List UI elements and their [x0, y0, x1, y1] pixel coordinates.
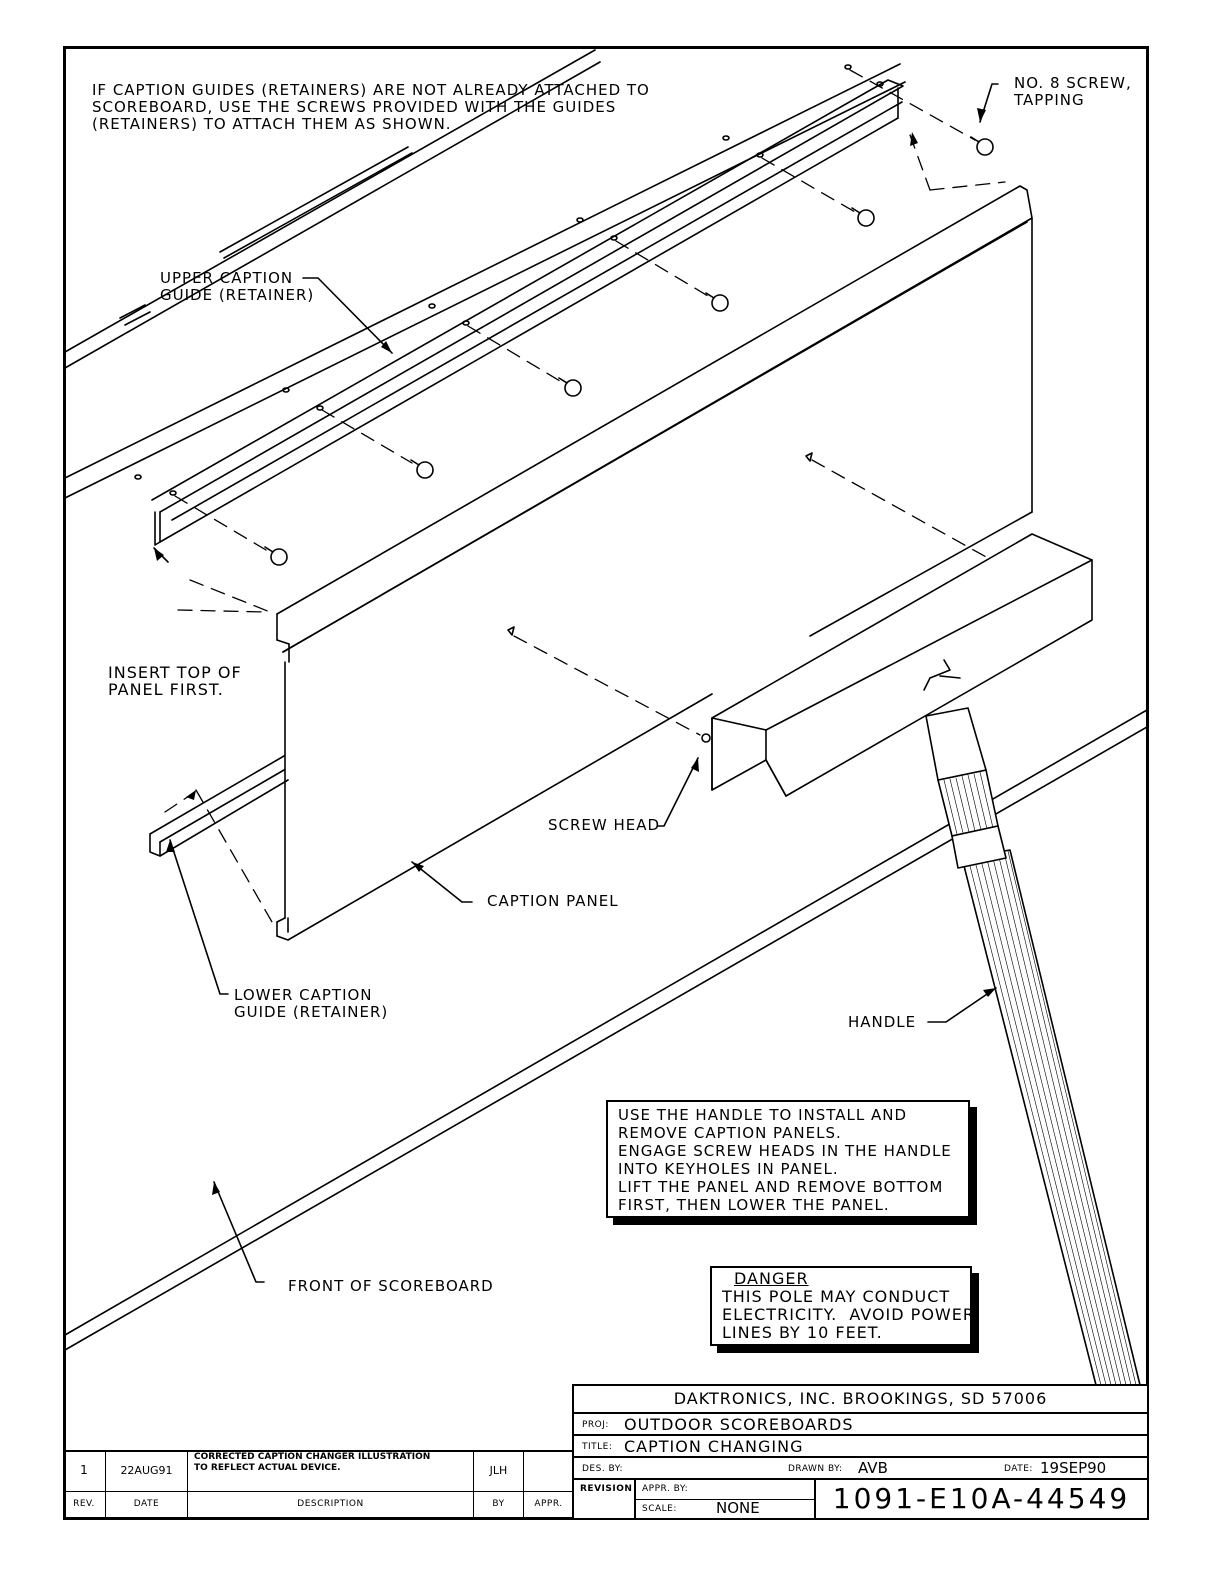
- scoreboard-edge-line: [64, 61, 601, 369]
- lower-guide-label: LOWER CAPTION GUIDE (RETAINER): [234, 987, 388, 1021]
- screw: [264, 136, 994, 566]
- scale-cell: SCALE: NONE: [636, 1499, 816, 1518]
- instructions-line: REMOVE CAPTION PANELS.: [618, 1124, 842, 1142]
- revision-cell: REVISION: [574, 1480, 636, 1518]
- upper-guide-inner: [171, 101, 903, 521]
- danger-line: LINES BY 10 FEET.: [722, 1323, 883, 1342]
- title-block: DAKTRONICS, INC. BROOKINGS, SD 57006 PRO…: [572, 1384, 1149, 1520]
- drawing-number-cell: 1091-E10A-44549: [816, 1480, 1147, 1518]
- guides-note-line-1: IF CAPTION GUIDES (RETAINERS) ARE NOT AL…: [92, 81, 650, 99]
- lower-guide-label-line-1: LOWER CAPTION: [234, 986, 373, 1004]
- screw-hole: [134, 64, 884, 743]
- appr-by-label: APPR. BY:: [642, 1484, 689, 1494]
- date-label: DATE:: [1004, 1464, 1033, 1474]
- caption-panel-top-lip: [276, 185, 1033, 653]
- handle-head: [711, 533, 1093, 797]
- assembly-dash: [164, 69, 1006, 923]
- screw-label-line-2: TAPPING: [1014, 91, 1085, 109]
- project-name: OUTDOOR SCOREBOARDS: [624, 1415, 854, 1434]
- rev-appr: [524, 1450, 573, 1491]
- danger-title: DANGER: [734, 1269, 809, 1288]
- danger-line: THIS POLE MAY CONDUCT: [722, 1287, 951, 1306]
- scoreboard-edge-line: [219, 146, 409, 253]
- handle-pole: [961, 849, 1141, 1386]
- guides-note: IF CAPTION GUIDES (RETAINERS) ARE NOT AL…: [92, 82, 650, 133]
- upper-guide-top: [151, 79, 904, 513]
- upper-guide-label: UPPER CAPTION GUIDE (RETAINER): [160, 270, 314, 304]
- proj-label: PROJ:: [582, 1420, 609, 1430]
- date-header: DATE: [133, 1499, 160, 1509]
- upper-guide-lower-edge: [159, 117, 899, 543]
- guides-note-line-2: SCOREBOARD, USE THE SCREWS PROVIDED WITH…: [92, 98, 617, 116]
- scoreboard-face-line: [64, 81, 906, 499]
- drawing-date: 19SEP90: [1040, 1459, 1107, 1477]
- upper-guide-label-line-2: GUIDE (RETAINER): [160, 286, 315, 304]
- rev-column: 1 REV.: [63, 1450, 105, 1520]
- arrowhead: [154, 108, 996, 1195]
- scoreboard-edge-line: [64, 49, 596, 353]
- leader-line: [153, 83, 999, 1283]
- rev-header: REV.: [73, 1499, 95, 1509]
- title-row: TITLE: CAPTION CHANGING: [574, 1436, 1147, 1458]
- scoreboard-edge-line: [124, 311, 151, 326]
- description-header: DESCRIPTION: [297, 1499, 364, 1509]
- instructions-line: ENGAGE SCREW HEADS IN THE HANDLE: [618, 1142, 952, 1160]
- revision-table: 1 REV. 22AUG91 DATE CORRECTED CAPTION CH…: [63, 1450, 573, 1520]
- drawing-title: CAPTION CHANGING: [624, 1437, 804, 1456]
- scoreboard-edge-line: [223, 152, 413, 259]
- handle-label: HANDLE: [848, 1013, 917, 1031]
- caption-panel-bottom-edge: [287, 693, 713, 941]
- danger-box: DANGER THIS POLE MAY CONDUCT ELECTRICITY…: [710, 1266, 975, 1346]
- project-row: PROJ: OUTDOOR SCOREBOARDS: [574, 1414, 1147, 1436]
- instructions-line: INTO KEYHOLES IN PANEL.: [618, 1160, 839, 1178]
- instructions-line: FIRST, THEN LOWER THE PANEL.: [618, 1196, 890, 1214]
- handle-ferrule: [925, 707, 987, 781]
- rev-description-line: TO REFLECT ACTUAL DEVICE.: [194, 1463, 341, 1473]
- screw-head-label: SCREW HEAD: [548, 816, 661, 834]
- scoreboard-edge-line: [119, 304, 146, 319]
- rev-date: 22AUG91: [120, 1464, 173, 1477]
- description-column: CORRECTED CAPTION CHANGER ILLUSTRATION T…: [187, 1450, 473, 1520]
- des-by-label: DES. BY:: [582, 1464, 624, 1474]
- instructions-box: USE THE HANDLE TO INSTALL AND REMOVE CAP…: [606, 1100, 970, 1218]
- front-label: FRONT OF SCOREBOARD: [288, 1277, 494, 1295]
- rev-number: 1: [80, 1463, 88, 1477]
- rev-description-line: CORRECTED CAPTION CHANGER ILLUSTRATION: [194, 1452, 431, 1462]
- scoreboard-face-line: [64, 63, 901, 479]
- appr-header: APPR.: [534, 1499, 563, 1509]
- company-row: DAKTRONICS, INC. BROOKINGS, SD 57006: [574, 1386, 1147, 1414]
- lower-guide: [149, 779, 289, 857]
- rev-by: JLH: [489, 1464, 508, 1477]
- company-name: DAKTRONICS, INC. BROOKINGS, SD 57006: [673, 1389, 1048, 1408]
- guides-note-line-3: (RETAINERS) TO ATTACH THEM AS SHOWN.: [92, 115, 452, 133]
- thumb-screw: [923, 659, 961, 691]
- appr-by-cell: APPR. BY:: [636, 1480, 816, 1500]
- appr-column: APPR.: [523, 1450, 573, 1520]
- caption-panel-label: CAPTION PANEL: [487, 892, 619, 910]
- lower-guide-label-line-2: GUIDE (RETAINER): [234, 1003, 389, 1021]
- screw-label: NO. 8 SCREW, TAPPING: [1014, 75, 1132, 109]
- revision-label: REVISION: [580, 1484, 633, 1494]
- screw-label-line-1: NO. 8 SCREW,: [1014, 74, 1132, 92]
- by-header: BY: [492, 1499, 505, 1509]
- drawing-number: 1091-E10A-44549: [832, 1482, 1131, 1515]
- scale-label: SCALE:: [642, 1504, 677, 1514]
- insert-label-line-1: INSERT TOP OF: [108, 663, 242, 682]
- scale-value: NONE: [716, 1499, 760, 1517]
- upper-guide-flange: [154, 511, 161, 546]
- insert-label: INSERT TOP OF PANEL FIRST.: [108, 664, 242, 698]
- danger-line: ELECTRICITY. AVOID POWER: [722, 1305, 975, 1324]
- date-column: 22AUG91 DATE: [105, 1450, 187, 1520]
- instructions-line: LIFT THE PANEL AND REMOVE BOTTOM: [618, 1178, 944, 1196]
- upper-guide-label-line-1: UPPER CAPTION: [160, 269, 294, 287]
- by-column: JLH BY: [473, 1450, 523, 1520]
- instructions-line: USE THE HANDLE TO INSTALL AND: [618, 1106, 908, 1124]
- drawn-by: AVB: [858, 1459, 888, 1477]
- insert-label-line-2: PANEL FIRST.: [108, 680, 224, 699]
- designer-row: DES. BY: DRAWN BY: AVB DATE: 19SEP90: [574, 1458, 1147, 1480]
- title-label: TITLE:: [582, 1442, 613, 1452]
- drawn-by-label: DRAWN BY:: [788, 1464, 843, 1474]
